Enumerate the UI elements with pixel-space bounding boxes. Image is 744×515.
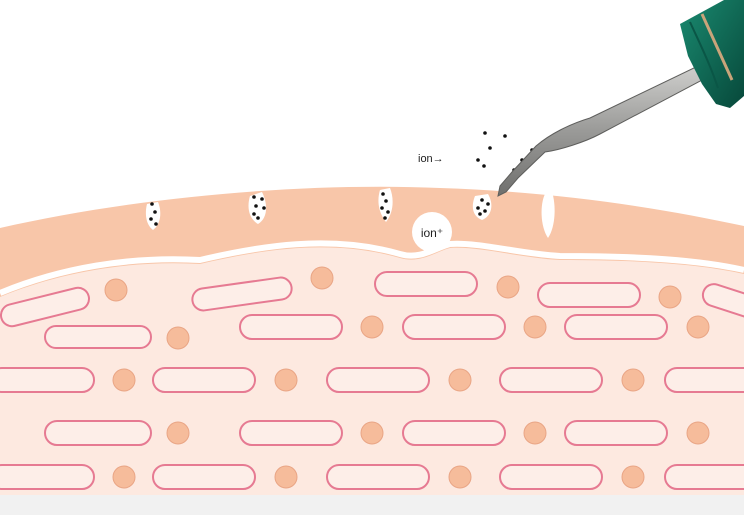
cell-capsule — [326, 367, 430, 393]
ion-particle — [262, 206, 266, 210]
ion-particle — [260, 197, 264, 201]
cell-dot — [621, 465, 645, 489]
cell-dot — [310, 266, 334, 290]
cell-dot — [523, 315, 547, 339]
cell-capsule — [564, 420, 668, 446]
cell-capsule — [537, 282, 641, 308]
cell-dot — [166, 326, 190, 350]
cell-dot — [274, 465, 298, 489]
cell-capsule — [191, 276, 293, 312]
cell-dot — [274, 368, 298, 392]
cell-dot — [496, 275, 520, 299]
ion-bubble — [412, 212, 452, 252]
ion-particle — [482, 164, 486, 168]
device-handle-ring — [700, 13, 734, 81]
ion-particle — [149, 217, 153, 221]
cell-capsule — [402, 314, 506, 340]
cell-dot — [360, 315, 384, 339]
cell-dot — [686, 421, 710, 445]
ion-particle — [150, 202, 154, 206]
ion-particle — [154, 222, 158, 226]
device-handle-ring-2 — [689, 21, 719, 89]
cell-capsule — [499, 464, 603, 490]
cell-dot — [112, 368, 136, 392]
ion-particle — [480, 198, 484, 202]
ion-particle — [256, 216, 260, 220]
device-handle — [680, 0, 744, 108]
cell-dot — [686, 315, 710, 339]
ion-particle — [383, 216, 387, 220]
cell-capsules — [0, 271, 744, 490]
cell-capsule — [374, 271, 478, 297]
cell-capsule — [152, 464, 256, 490]
ultrasonic-spatula-device-icon — [497, 0, 744, 197]
ion-bubble-label: ion⁺ — [421, 226, 443, 240]
ion-particles — [149, 131, 542, 226]
cell-dot — [166, 421, 190, 445]
cell-capsule — [499, 367, 603, 393]
cell-capsule — [0, 367, 95, 393]
cell-dot — [448, 368, 472, 392]
cell-capsule — [326, 464, 430, 490]
ion-particle — [483, 131, 487, 135]
ion-particle — [488, 146, 492, 150]
ion-particle — [503, 134, 507, 138]
pore-5 — [541, 192, 555, 238]
ion-particle — [384, 199, 388, 203]
ion-particle — [381, 192, 385, 196]
ion-floating-label: ion→ — [418, 153, 444, 165]
ion-particle — [254, 204, 258, 208]
cell-capsule — [239, 314, 343, 340]
cell-capsule — [0, 286, 90, 328]
cell-dot — [360, 421, 384, 445]
ion-particle — [380, 206, 384, 210]
cell-dot — [112, 465, 136, 489]
cell-dot — [448, 465, 472, 489]
probe-blade — [497, 65, 707, 197]
cell-capsule — [44, 420, 152, 446]
ion-particle — [478, 212, 482, 216]
cell-capsule — [44, 325, 152, 349]
ion-particle — [252, 195, 256, 199]
ion-particle — [483, 209, 487, 213]
ion-particle — [476, 158, 480, 162]
cell-capsule — [239, 420, 343, 446]
cell-dot — [621, 368, 645, 392]
cell-capsule — [0, 464, 95, 490]
skin-boundary-line — [0, 240, 744, 296]
cell-dots — [104, 266, 710, 489]
bottom-strip — [0, 495, 744, 515]
cell-capsule — [664, 464, 744, 490]
cell-dot — [523, 421, 547, 445]
cell-capsule — [564, 314, 668, 340]
cell-capsule — [152, 367, 256, 393]
pore-3 — [378, 188, 393, 222]
ion-particle — [252, 212, 256, 216]
ion-particle — [486, 202, 490, 206]
cell-capsule — [664, 367, 744, 393]
ion-particle — [386, 210, 390, 214]
cell-capsule — [402, 420, 506, 446]
pore-4 — [472, 194, 492, 220]
ion-particle — [476, 206, 480, 210]
ion-particle — [153, 210, 157, 214]
cell-capsule — [701, 283, 744, 319]
cell-dot — [104, 278, 128, 302]
cell-dot — [658, 285, 682, 309]
